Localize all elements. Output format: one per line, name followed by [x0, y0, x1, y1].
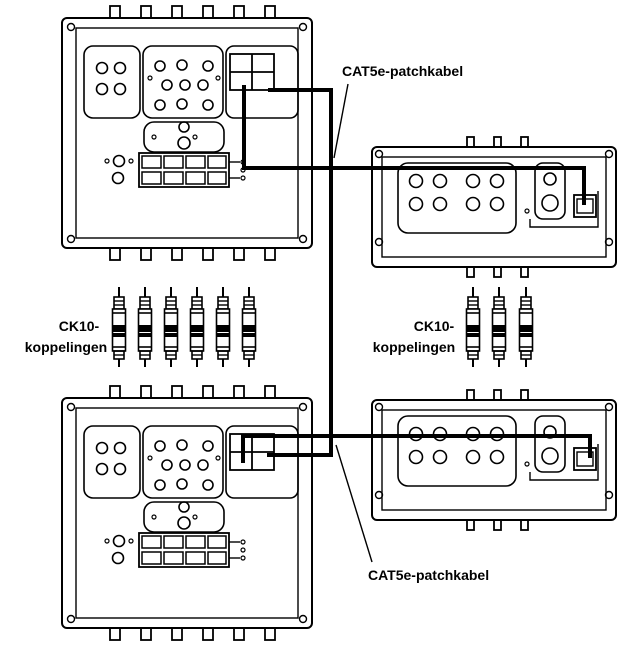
- ck10-coupler-right-2: [491, 286, 507, 368]
- extension-unit-bottom: [371, 389, 617, 531]
- ck10-coupler-right-3: [518, 286, 534, 368]
- ck10-coupler-left-1: [111, 286, 127, 368]
- extension-unit-top: [371, 136, 617, 278]
- ck10-coupler-left-2: [137, 286, 153, 368]
- ck10-coupler-left-6: [241, 286, 257, 368]
- ck10-coupler-left-3: [163, 286, 179, 368]
- cat5e-cable-1: [242, 85, 586, 205]
- distribution-unit-top: [61, 5, 313, 261]
- ck10-coupler-left-5: [215, 286, 231, 368]
- leader-line-bottom: [335, 444, 373, 563]
- cable-label-top: CAT5e-patchkabel: [342, 63, 463, 79]
- cable-label-bottom: CAT5e-patchkabel: [368, 567, 489, 583]
- cat5e-cable-3: [241, 434, 592, 463]
- coupler-label-left-line2: koppelingen: [25, 339, 107, 355]
- cat5e-cable-2: [267, 88, 333, 457]
- ck10-coupler-left-4: [189, 286, 205, 368]
- leader-line-top: [333, 83, 349, 159]
- coupler-label-right-line1: CK10-: [414, 318, 455, 334]
- coupler-label-right-line2: koppelingen: [373, 339, 455, 355]
- ck10-coupler-right-1: [465, 286, 481, 368]
- coupler-label-left-line1: CK10-: [59, 318, 100, 334]
- distribution-unit-bottom: [61, 385, 313, 641]
